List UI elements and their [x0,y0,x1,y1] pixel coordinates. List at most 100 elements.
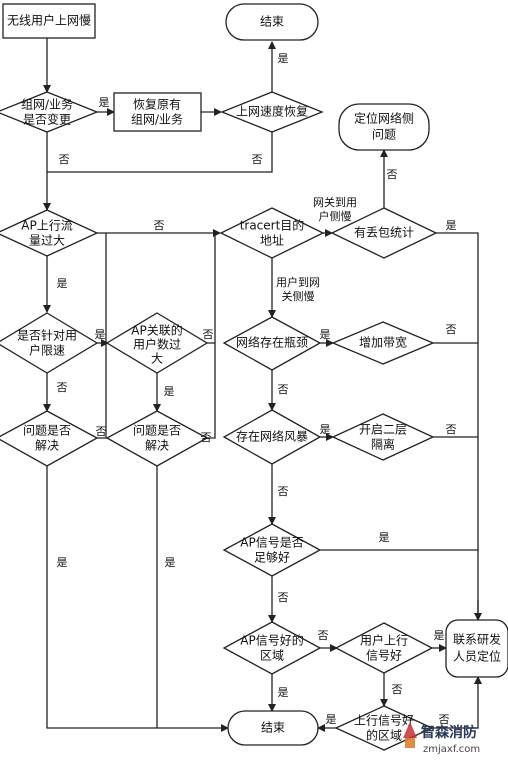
speed-restored-label: 上网速度恢复 [236,104,308,119]
q-service-label-2: 是否变更 [23,112,71,127]
packet-loss-label: 有丢包统计 [354,226,414,240]
lbl-speed-yes: 是 [278,52,289,65]
lbl-signal-ok-yes: 是 [379,531,390,544]
uplink-area-label-1: 上行信号好 [354,714,414,728]
lbl-count-yes: 是 [164,385,175,398]
user-rate-label-1: 是否针对用 [17,328,77,343]
uplink-label-2: 信号好 [366,649,402,663]
signal-ok-label-2: 足够好 [254,551,290,565]
restore-label-1: 恢复原有 [133,98,181,112]
edge-speed-no-back [47,132,273,173]
end-node-bottom: 结束 [227,710,319,746]
lbl-storm-yes: 是 [320,423,331,436]
decision-bottleneck: 网络存在瓶颈 [222,316,322,371]
lbl-l2-no: 否 [446,423,457,436]
locate-label-2: 问题 [372,128,396,142]
lbl-uplink-area-no: 否 [439,713,450,726]
decision-tracert: tracert目的 地址 [219,207,325,259]
l2-label-1: 开启二层 [359,423,407,437]
lbl-solved2-no: 否 [201,431,212,444]
contact-label-1: 联系研发 [453,632,501,647]
watermark-logo-icon [403,722,417,738]
lbl-solved1-no: 否 [96,425,107,438]
ap-count-label-2: 用户数过 [133,337,181,352]
lbl-solved1-yes: 是 [57,556,68,569]
ap-uplink-label-1: AP上行流 [21,219,72,233]
storm-label: 存在网络风暴 [236,429,308,444]
ap-uplink-label-2: 量过大 [29,234,65,248]
decision-ap-uplink: AP上行流 量过大 [0,209,99,257]
solved2-label-1: 问题是否 [133,424,181,438]
decision-ap-signal-ok: AP信号是否 足够好 [222,523,322,577]
process-locate-network: 定位网络侧 问题 [338,103,430,151]
solved1-label-2: 解决 [35,439,59,453]
decision-enable-l2: 开启二层 隔离 [331,413,435,461]
lbl-uplink-yes: 是 [57,277,68,290]
edge-solved2-no [207,343,216,439]
bottleneck-label: 网络存在瓶颈 [236,335,308,350]
lbl-user-to-gw-2: 关侧慢 [282,289,315,303]
watermark-cn: 智森消防 [420,724,477,741]
lbl-uplink-no: 否 [154,219,165,232]
locate-label-1: 定位网络侧 [354,111,414,126]
edges [43,38,482,732]
edge-solved1-yes [46,466,229,732]
decision-service-change: 组网/业务 是否变更 [0,91,99,133]
lbl-speed-no: 否 [252,153,263,166]
lbl-gw-to-user-2: 户侧慢 [319,209,352,223]
edge-ap-count-no [207,233,216,344]
lbl-area-no: 否 [318,629,329,642]
contact-label-2: 人员定位 [453,649,501,664]
lbl-uplink-yes: 是 [434,629,445,642]
decision-solved-2: 问题是否 解决 [105,410,209,467]
end-bottom-label: 结束 [261,721,285,735]
l2-label-2: 隔离 [371,437,395,452]
q-service-label-1: 组网/业务 [21,97,73,112]
lbl-uplink-area-yes: 是 [326,713,337,726]
start-label: 无线用户上网慢 [7,13,91,28]
lbl-loss-yes: 是 [446,219,457,232]
lbl-rate-yes: 是 [95,328,106,341]
decision-solved-1: 问题是否 解决 [0,410,99,467]
add-bandwidth-label: 增加带宽 [359,335,407,350]
lbl-service-yes: 是 [99,96,110,109]
lbl-service-no: 否 [59,153,70,166]
end-top-label: 结束 [260,15,284,29]
solved1-label-1: 问题是否 [23,424,71,438]
decision-ap-signal-area: AP信号好的 区域 [222,621,322,675]
edge-uplink-area-no [432,676,482,729]
lbl-storm-no: 否 [278,485,289,498]
user-rate-label-2: 户限速 [29,343,65,358]
signal-area-label-1: AP信号好的 [240,633,303,648]
edge-labels: 是 是 否 否 否 是 是 否 否 是 否 是 否 是 网关到用 户侧慢 否 是… [57,52,457,726]
restore-label-2: 组网/业务 [131,112,183,127]
decision-ap-user-count: AP关联的 用户数过 大 [105,312,209,374]
signal-area-label-2: 区域 [260,649,284,663]
lbl-count-no: 否 [203,328,214,341]
process-contact-rd: 联系研发 人员定位 [445,619,508,678]
edge-packet-loss-yes [436,232,479,620]
tracert-label-2: 地址 [260,234,284,248]
solved2-label-2: 解决 [145,439,169,453]
decision-network-storm: 存在网络风暴 [222,409,322,465]
decision-uplink-signal: 用户上行 信号好 [334,622,434,674]
decision-packet-loss: 有丢包统计 [330,207,438,259]
signal-ok-label-1: AP信号是否 [240,536,303,550]
uplink-label-1: 用户上行 [360,633,408,648]
lbl-gw-to-user-1: 网关到用 [313,195,357,209]
tracert-label-1: tracert目的 [240,218,305,233]
lbl-area-yes: 是 [278,686,289,699]
lbl-loss-no: 否 [387,168,398,181]
watermark-url: zmjaxf.com [423,744,480,755]
start-node: 无线用户上网慢 [2,3,96,39]
lbl-solved2-yes: 是 [165,556,176,569]
uplink-area-label-2: 的区域 [366,728,402,743]
lbl-bandwidth-no: 否 [446,323,457,336]
lbl-rate-no: 否 [57,381,68,394]
decision-add-bandwidth: 增加带宽 [331,321,435,365]
decision-speed-restored: 上网速度恢复 [220,91,324,133]
watermark: 智森消防 zmjaxf.com [403,722,480,755]
lbl-uplink-no: 否 [392,683,403,696]
lbl-user-to-gw-1: 用户到网 [276,275,320,289]
